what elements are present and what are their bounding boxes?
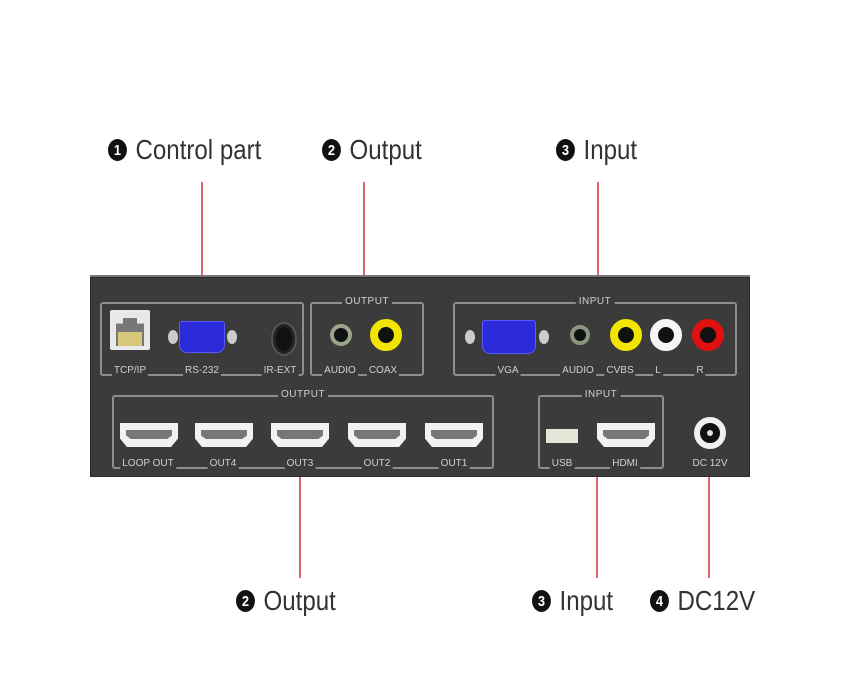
hdmi-out4-port-icon: [195, 423, 253, 447]
callout-label: Output: [349, 134, 422, 165]
db9-port-icon: [179, 321, 225, 353]
port-label: AUDIO: [322, 365, 358, 376]
callout-input-top: 3 Input: [556, 134, 637, 166]
port-label: DC 12V: [690, 458, 730, 469]
coax-jack-icon: [370, 319, 402, 351]
digital-input-group: INPUT: [538, 389, 664, 469]
screw-icon: [539, 330, 549, 344]
leader-line-dc: [708, 470, 710, 578]
number-badge: 3: [532, 590, 551, 612]
port-label: IR-EXT: [261, 365, 299, 376]
number-badge: 2: [236, 590, 255, 612]
callout-label: Input: [559, 585, 614, 616]
audio-r-jack-icon: [692, 319, 724, 351]
ir-ext-jack-icon: [273, 324, 295, 354]
port-label: HDMI: [610, 458, 640, 469]
callout-label: Control part: [135, 134, 262, 165]
port-label: COAX: [366, 365, 400, 376]
audio-out-jack-icon: [330, 324, 352, 346]
group-title: INPUT: [581, 389, 621, 400]
audio-in-jack-icon: [570, 325, 590, 345]
callout-dc12v: 4 DC12V: [650, 585, 755, 617]
number-badge: 4: [650, 590, 669, 612]
leader-line-control: [201, 182, 203, 275]
callout-output-top: 2 Output: [322, 134, 422, 166]
port-label: R: [694, 365, 706, 376]
dc-pin-icon: [707, 430, 713, 436]
callout-output-bottom: 2 Output: [236, 585, 336, 617]
port-label: USB: [549, 458, 575, 469]
dc-power-jack-icon: [694, 417, 726, 449]
leader-line-input-top: [597, 182, 599, 275]
callout-label: Input: [583, 134, 638, 165]
callout-label: Output: [263, 585, 336, 616]
callout-label: DC12V: [677, 585, 756, 616]
port-label: VGA: [495, 365, 521, 376]
group-title: INPUT: [575, 296, 615, 307]
screw-icon: [465, 330, 475, 344]
leader-line-output-bottom: [299, 470, 301, 578]
screw-icon: [168, 330, 178, 344]
hdmi-out3-port-icon: [271, 423, 329, 447]
leader-line-output-top: [363, 182, 365, 275]
port-label: RS-232: [183, 365, 221, 376]
device-rear-panel: TCP/IP RS-232 IR-EXT OUTPUT AUDIO COAX I…: [90, 275, 750, 477]
number-badge: 1: [108, 139, 127, 161]
port-label: OUT3: [284, 458, 316, 469]
callout-input-bottom: 3 Input: [532, 585, 613, 617]
port-label: CVBS: [604, 365, 636, 376]
port-label: TCP/IP: [111, 365, 149, 376]
number-badge: 3: [556, 139, 575, 161]
hdmi-loop-out-port-icon: [120, 423, 178, 447]
group-title: OUTPUT: [341, 296, 393, 307]
usb-port-icon: [546, 429, 578, 443]
vga-port-icon: [482, 320, 536, 354]
hdmi-input-port-icon: [597, 423, 655, 447]
rj45-port-icon: [110, 310, 150, 350]
port-label: OUT4: [207, 458, 239, 469]
audio-l-jack-icon: [650, 319, 682, 351]
port-label: LOOP OUT: [120, 458, 176, 469]
port-label: L: [653, 365, 663, 376]
port-label: OUT2: [361, 458, 393, 469]
screw-icon: [227, 330, 237, 344]
hdmi-out1-port-icon: [425, 423, 483, 447]
cvbs-jack-icon: [610, 319, 642, 351]
callout-control-part: 1 Control part: [108, 134, 261, 166]
port-label: AUDIO: [560, 365, 596, 376]
number-badge: 2: [322, 139, 341, 161]
port-label: OUT1: [438, 458, 470, 469]
leader-line-input-bottom: [596, 470, 598, 578]
hdmi-out2-port-icon: [348, 423, 406, 447]
group-title: OUTPUT: [277, 389, 329, 400]
